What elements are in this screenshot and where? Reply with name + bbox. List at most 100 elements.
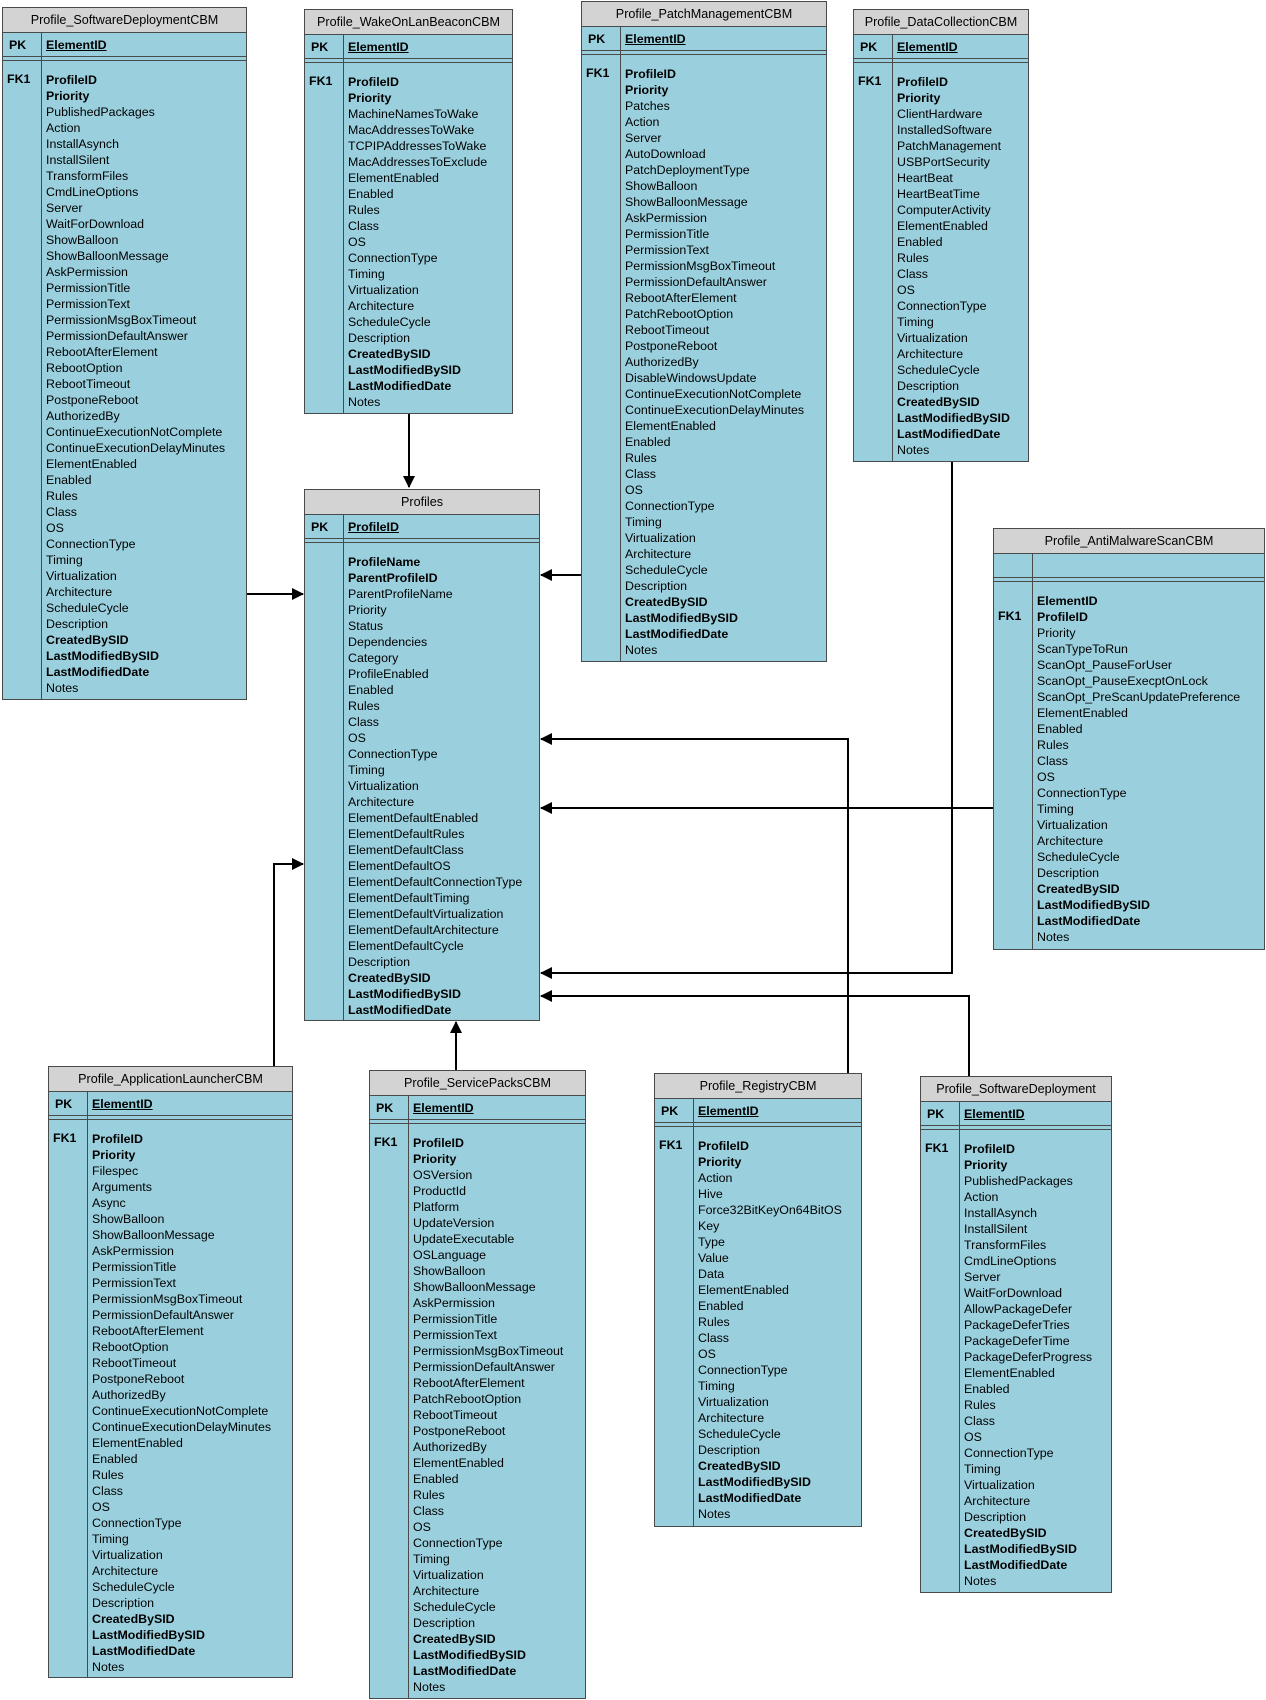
pk-field-name: ElementID: [348, 40, 409, 54]
pk-label: PK: [311, 520, 329, 534]
entity-title: Profile_SoftwareDeployment: [921, 1077, 1111, 1102]
field-createdbysid: CreatedBySID: [897, 395, 980, 409]
field-architecture: Architecture: [46, 585, 113, 599]
field-priority: Priority: [964, 1158, 1008, 1172]
field-elementdefaultclass: ElementDefaultClass: [348, 843, 464, 857]
field-enabled: Enabled: [625, 435, 671, 449]
field-enabled: Enabled: [964, 1382, 1010, 1396]
field-continueexecutiondelayminutes: ContinueExecutionDelayMinutes: [46, 441, 226, 455]
field-class: Class: [964, 1414, 995, 1428]
field-arguments: Arguments: [92, 1180, 152, 1194]
field-postponereboot: PostponeReboot: [92, 1372, 185, 1386]
field-oslanguage: OSLanguage: [413, 1248, 487, 1262]
field-lastmodifieddate: LastModifiedDate: [348, 1003, 452, 1017]
field-virtualization: Virtualization: [46, 569, 117, 583]
field-architecture: Architecture: [92, 1564, 159, 1578]
pk-field-name: ElementID: [698, 1104, 759, 1118]
field-lastmodifieddate: LastModifiedDate: [897, 427, 1001, 441]
field-showballoon: ShowBalloon: [92, 1212, 165, 1226]
field-architecture: Architecture: [897, 347, 964, 361]
field-action: Action: [964, 1190, 999, 1204]
field-lastmodifiedbysid: LastModifiedBySID: [348, 987, 461, 1001]
field-continueexecutiondelayminutes: ContinueExecutionDelayMinutes: [92, 1420, 272, 1434]
field-architecture: Architecture: [964, 1494, 1031, 1508]
primary-key-row: [305, 35, 512, 63]
field-schedulecycle: ScheduleCycle: [1037, 850, 1120, 864]
field-priority: Priority: [625, 83, 669, 97]
field-rules: Rules: [1037, 738, 1069, 752]
field-reboottimeout: RebootTimeout: [92, 1356, 177, 1370]
field-description: Description: [348, 955, 410, 969]
field-notes: Notes: [625, 643, 658, 657]
field-askpermission: AskPermission: [413, 1296, 495, 1310]
field-architecture: Architecture: [413, 1584, 480, 1598]
field-permissiontext: PermissionText: [46, 297, 131, 311]
field-scantypetorun: ScanTypeToRun: [1037, 642, 1128, 656]
field-lastmodifiedbysid: LastModifiedBySID: [92, 1628, 205, 1642]
field-elementenabled: ElementEnabled: [413, 1456, 504, 1470]
field-notes: Notes: [413, 1680, 446, 1694]
field-computeractivity: ComputerActivity: [897, 203, 991, 217]
relationship-profile-applicationlaunchercbm-to-profiles: [273, 858, 304, 1066]
field-os: OS: [348, 731, 366, 745]
field-enabled: Enabled: [348, 683, 394, 697]
field-patchrebootoption: PatchRebootOption: [625, 307, 734, 321]
column-divider: [620, 27, 621, 661]
field-enabled: Enabled: [46, 473, 92, 487]
field-priority: Priority: [348, 603, 387, 617]
field-tcpipaddressestowake: TCPIPAddressesToWake: [348, 139, 487, 153]
field-timing: Timing: [1037, 802, 1074, 816]
pk-field-name: ProfileID: [348, 520, 399, 534]
field-schedulecycle: ScheduleCycle: [698, 1427, 781, 1441]
field-rules: Rules: [964, 1398, 996, 1412]
pk-field-name: ElementID: [413, 1101, 474, 1115]
field-status: Status: [348, 619, 384, 633]
field-profilename: ProfileName: [348, 555, 421, 569]
field-timing: Timing: [348, 763, 385, 777]
field-publishedpackages: PublishedPackages: [964, 1174, 1073, 1188]
pk-field-name: ElementID: [897, 40, 958, 54]
field-rules: Rules: [698, 1315, 730, 1329]
field-installedsoftware: InstalledSoftware: [897, 123, 993, 137]
field-createdbysid: CreatedBySID: [92, 1612, 175, 1626]
column-divider: [343, 515, 344, 1020]
entity-title: Profile_ServicePacksCBM: [370, 1071, 585, 1096]
field-priority: Priority: [348, 91, 392, 105]
pk-field-name: ElementID: [625, 32, 686, 46]
field-lastmodifiedbysid: LastModifiedBySID: [413, 1648, 526, 1662]
fk-label: FK1: [659, 1138, 683, 1152]
field-cmdlineoptions: CmdLineOptions: [964, 1254, 1057, 1268]
field-connectiontype: ConnectionType: [348, 747, 438, 761]
primary-key-row: [582, 27, 826, 55]
field-postponereboot: PostponeReboot: [413, 1424, 506, 1438]
field-permissiontitle: PermissionTitle: [46, 281, 131, 295]
field-description: Description: [92, 1596, 154, 1610]
field-postponereboot: PostponeReboot: [625, 339, 718, 353]
field-lastmodifiedbysid: LastModifiedBySID: [897, 411, 1010, 425]
field-continueexecutionnotcomplete: ContinueExecutionNotComplete: [92, 1404, 269, 1418]
field-class: Class: [897, 267, 928, 281]
field-enabled: Enabled: [413, 1472, 459, 1486]
field-server: Server: [46, 201, 83, 215]
field-elementdefaultenabled: ElementDefaultEnabled: [348, 811, 479, 825]
field-elementenabled: ElementEnabled: [46, 457, 137, 471]
relationship-profile-registrycbm-to-profiles: [540, 733, 849, 1073]
field-permissiontitle: PermissionTitle: [92, 1260, 177, 1274]
field-permissiontext: PermissionText: [92, 1276, 177, 1290]
field-schedulecycle: ScheduleCycle: [46, 601, 129, 615]
field-schedulecycle: ScheduleCycle: [413, 1600, 496, 1614]
field-class: Class: [46, 505, 77, 519]
field-macaddressestoexclude: MacAddressesToExclude: [348, 155, 488, 169]
field-profileid: ProfileID: [1037, 610, 1088, 624]
